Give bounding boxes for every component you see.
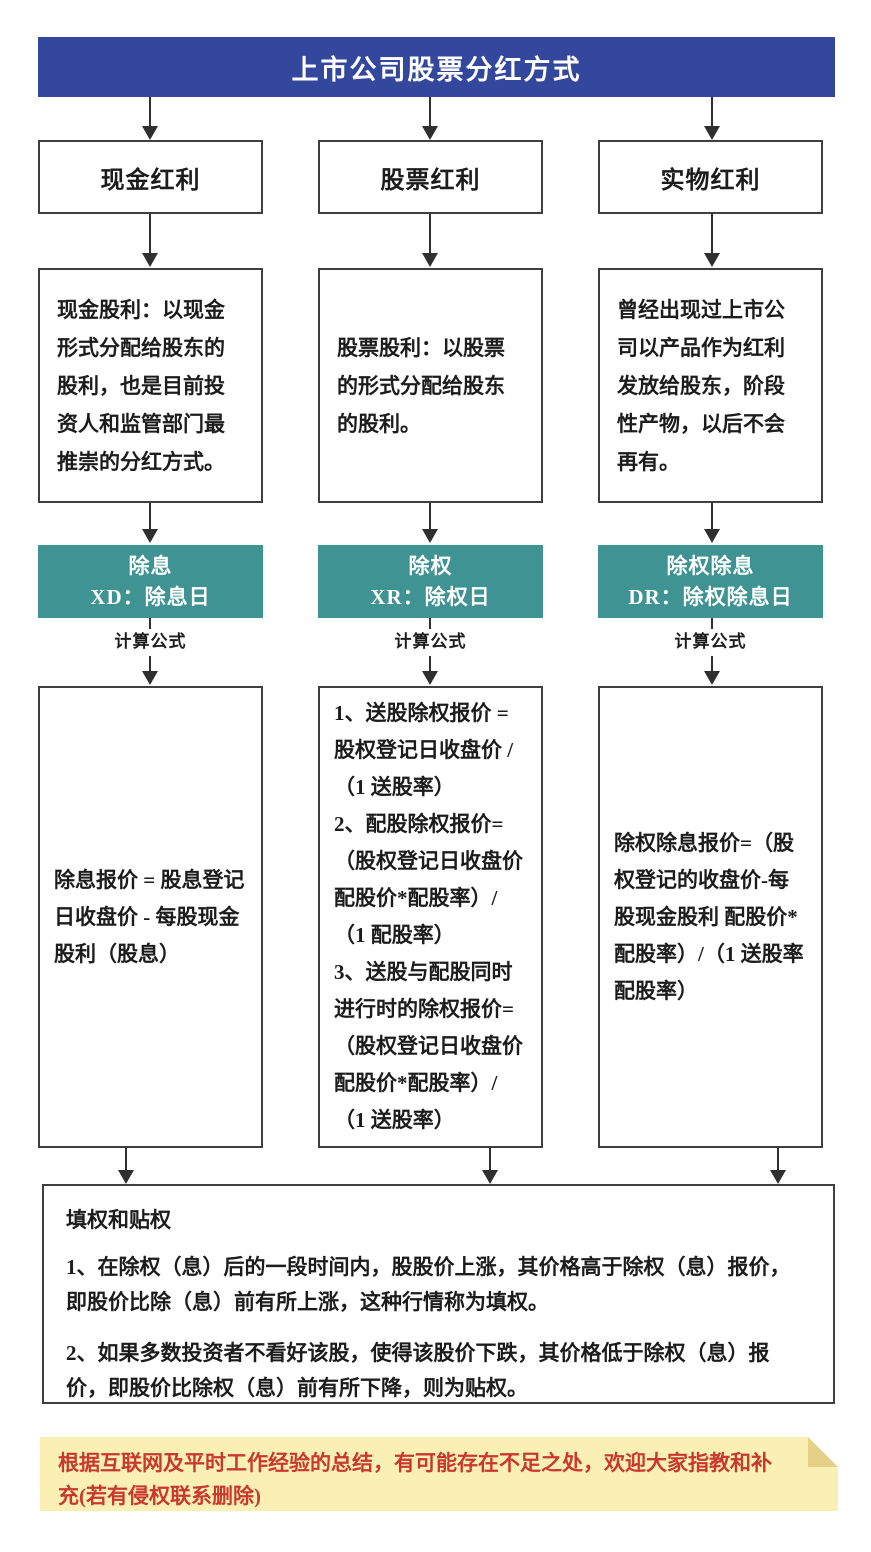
- stage-name: 除权: [408, 553, 453, 578]
- connector-line: [711, 214, 713, 254]
- connector-line: [429, 656, 431, 672]
- stage-badge-dr: 除权除息 DR：除权除息日: [598, 545, 823, 618]
- connector-line: [711, 618, 713, 629]
- arrow-down-icon: [142, 529, 158, 543]
- arrow-down-icon: [422, 671, 438, 685]
- formula-text: 1、送股除权报价 = 股权登记日收盘价 /（1 送股率）: [334, 701, 514, 799]
- stage-code: XD：除息日: [90, 584, 211, 609]
- formula-box-dr: 除权除息报价=（股权登记的收盘价-每股现金股利 配股价*配股率）/（1 送股率 …: [598, 686, 823, 1148]
- stage-name: 除息: [128, 553, 173, 578]
- formula-text: 除息报价 = 股息登记日收盘价 - 每股现金股利（股息）: [54, 867, 245, 966]
- formula-box-xr: 1、送股除权报价 = 股权登记日收盘价 /（1 送股率） 2、配股除权报价=（股…: [318, 686, 543, 1148]
- arrow-down-icon: [142, 253, 158, 267]
- stage-code: DR：除权除息日: [628, 584, 793, 609]
- arrow-down-icon: [142, 671, 158, 685]
- description-box-stock: 股票股利：以股票的形式分配给股东的股利。: [318, 268, 543, 503]
- note-sticky: 根据互联网及平时工作经验的总结，有可能存在不足之处，欢迎大家指教和补充(若有侵权…: [40, 1437, 838, 1511]
- category-box-physical: 实物红利: [598, 140, 823, 214]
- connector-line: [429, 503, 431, 530]
- stage-badge-xr: 除权 XR：除权日: [318, 545, 543, 618]
- connector-line: [149, 97, 151, 127]
- arrow-down-icon: [770, 1170, 786, 1184]
- connector-line: [777, 1148, 779, 1171]
- summary-box: 填权和贴权 1、在除权（息）后的一段时间内，股股价上涨，其价格高于除权（息）报价…: [42, 1184, 835, 1404]
- category-box-cash: 现金红利: [38, 140, 263, 214]
- summary-heading: 填权和贴权: [66, 1208, 171, 1232]
- connector-line: [149, 656, 151, 672]
- arrow-down-icon: [422, 253, 438, 267]
- arrow-down-icon: [482, 1170, 498, 1184]
- formula-text: 3、送股与配股同时进行时的除权报价=（股权登记日收盘价 配股价*配股率）/（1 …: [334, 960, 523, 1132]
- formula-text: 除权除息报价=（股权登记的收盘价-每股现金股利 配股价*配股率）/（1 送股率 …: [614, 830, 804, 1003]
- arrow-down-icon: [422, 529, 438, 543]
- category-box-stock: 股票红利: [318, 140, 543, 214]
- connector-line: [429, 618, 431, 629]
- summary-point: 1、在除权（息）后的一段时间内，股股价上涨，其价格高于除权（息）报价，即股价比除…: [66, 1255, 791, 1314]
- formula-text: 2、配股除权报价=（股权登记日收盘价 配股价*配股率）/（1 配股率）: [334, 812, 523, 947]
- connector-line: [429, 97, 431, 127]
- arrow-down-icon: [704, 253, 720, 267]
- stage-name: 除权除息: [666, 553, 755, 578]
- connector-line: [429, 214, 431, 254]
- arrow-down-icon: [704, 671, 720, 685]
- summary-point: 2、如果多数投资者不看好该股，使得该股价下跌，其价格低于除权（息）报价，即股价比…: [66, 1341, 770, 1400]
- description-box-physical: 曾经出现过上市公司以产品作为红利发放给股东，阶段性产物，以后不会再有。: [598, 268, 823, 503]
- formula-label: 计算公式: [394, 632, 467, 651]
- connector-line: [125, 1148, 127, 1171]
- arrow-down-icon: [118, 1170, 134, 1184]
- note-text: 根据互联网及平时工作经验的总结，有可能存在不足之处，欢迎大家指教和补充(若有侵权…: [58, 1451, 772, 1508]
- arrow-down-icon: [704, 529, 720, 543]
- arrow-down-icon: [422, 126, 438, 140]
- arrow-down-icon: [704, 126, 720, 140]
- formula-label: 计算公式: [674, 632, 747, 651]
- arrow-down-icon: [142, 126, 158, 140]
- description-box-cash: 现金股利：以现金形式分配给股东的股利，也是目前投资人和监管部门最推崇的分红方式。: [38, 268, 263, 503]
- formula-label: 计算公式: [114, 632, 187, 651]
- formula-box-xd: 除息报价 = 股息登记日收盘价 - 每股现金股利（股息）: [38, 686, 263, 1148]
- stage-badge-xd: 除息 XD：除息日: [38, 545, 263, 618]
- connector-line: [149, 618, 151, 629]
- page-title: 上市公司股票分红方式: [38, 37, 835, 97]
- folded-corner-icon: [808, 1437, 838, 1467]
- description-text: 现金股利：以现金形式分配给股东的股利，也是目前投资人和监管部门最推崇的分红方式。: [57, 297, 225, 474]
- description-text: 曾经出现过上市公司以产品作为红利发放给股东，阶段性产物，以后不会再有。: [617, 297, 785, 474]
- connector-line: [149, 503, 151, 530]
- stage-code: XR：除权日: [370, 584, 491, 609]
- connector-line: [711, 656, 713, 672]
- connector-line: [711, 503, 713, 530]
- connector-line: [149, 214, 151, 254]
- connector-line: [489, 1148, 491, 1171]
- connector-line: [711, 97, 713, 127]
- description-text: 股票股利：以股票的形式分配给股东的股利。: [337, 335, 505, 436]
